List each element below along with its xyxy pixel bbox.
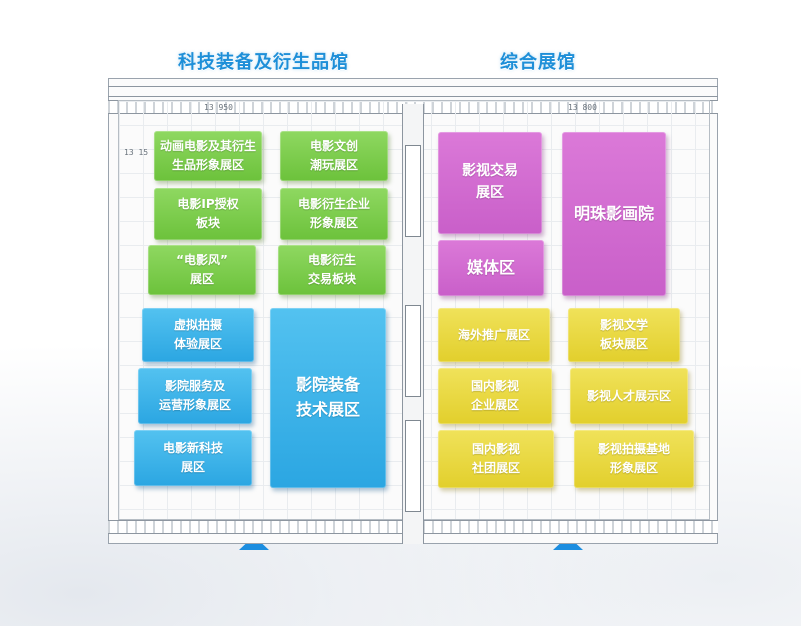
zone-film-style[interactable]: “电影风” 展区 — [148, 245, 256, 295]
dimension-label: 13 950 — [204, 103, 233, 112]
zone-pearl-cinema[interactable]: 明珠影画院 — [562, 132, 666, 296]
zone-film-literature[interactable]: 影视文学 板块展区 — [568, 308, 680, 362]
zone-cinema-equipment[interactable]: 影院装备 技术展区 — [270, 308, 386, 488]
corridor-structure — [405, 305, 421, 397]
dimension-label: 13 15 — [124, 148, 149, 157]
roof-line — [108, 96, 718, 97]
hall-title-tech-equipment: 科技装备及衍生品馆 — [178, 52, 349, 73]
corridor-structure — [405, 145, 421, 237]
zone-derivative-enterprise[interactable]: 电影衍生企业 形象展区 — [280, 188, 388, 240]
zone-film-tech[interactable]: 电影新科技 展区 — [134, 430, 252, 486]
zone-shooting-base[interactable]: 影视拍摄基地 形象展区 — [574, 430, 694, 488]
zone-film-cultural[interactable]: 电影文创 潮玩展区 — [280, 131, 388, 181]
zone-film-ip[interactable]: 电影IP授权 板块 — [154, 188, 262, 240]
zone-film-talent[interactable]: 影视人才展示区 — [570, 368, 688, 424]
zone-overseas-promotion[interactable]: 海外推广展区 — [438, 308, 550, 362]
zone-film-trade[interactable]: 影视交易 展区 — [438, 132, 542, 234]
roof-line — [108, 86, 718, 87]
corridor-structure — [405, 420, 421, 512]
zone-virtual-shooting[interactable]: 虚拟拍摄 体验展区 — [142, 308, 254, 362]
zone-domestic-enterprise[interactable]: 国内影视 企业展区 — [438, 368, 552, 424]
dimension-label: 13 800 — [568, 103, 597, 112]
hall-title-comprehensive: 综合展馆 — [500, 52, 576, 73]
zone-domestic-groups[interactable]: 国内影视 社团展区 — [438, 430, 554, 488]
zone-media[interactable]: 媒体区 — [438, 240, 544, 296]
zone-cinema-services[interactable]: 影院服务及 运营形象展区 — [138, 368, 252, 424]
zone-animation-merch[interactable]: 动画电影及其衍生 生品形象展区 — [154, 131, 262, 181]
zone-derivative-trade[interactable]: 电影衍生 交易板块 — [278, 245, 386, 295]
